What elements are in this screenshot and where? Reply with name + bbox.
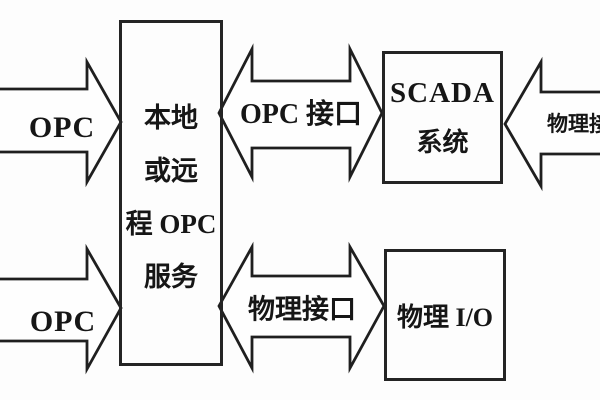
physical-io-box: 物理 I/O [384,249,506,381]
opc-server-box-line: 程 OPC [125,209,217,239]
physical-right-arrow-label: 物理接口 [547,112,600,136]
opc-interface-label: OPC 接口 [239,99,363,130]
opc-server-box: 本地 或远 程 OPC 服务 [119,20,223,366]
opc-bottom-arrow-label: OPC [29,305,97,338]
opc-bottom-arrow [0,243,123,375]
scada-system-box: SCADA 系统 [382,51,503,184]
physical-right-arrow [503,56,600,192]
scada-box-line: SCADA [390,76,495,109]
scada-box-line: 系统 [416,127,469,157]
physical-interface-label: 物理接口 [248,294,356,325]
opc-top-arrow [0,56,123,188]
opc-server-box-line: 服务 [144,262,198,292]
physical-io-box-label: 物理 I/O [396,302,494,332]
opc-server-box-line: 或远 [144,156,198,186]
opc-server-box-line: 本地 [144,103,198,133]
opc-top-arrow-label: OPC [28,111,96,144]
